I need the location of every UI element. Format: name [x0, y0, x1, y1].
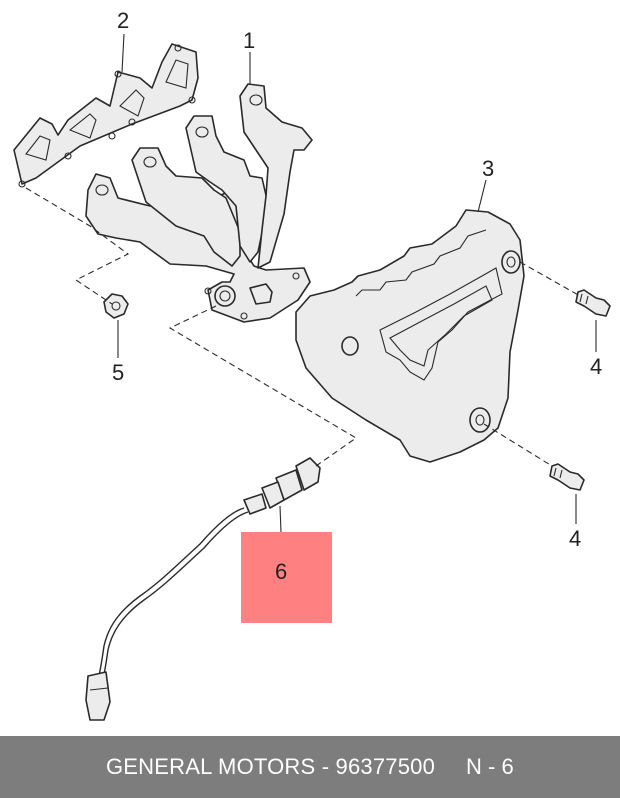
callout-5: 5 — [112, 360, 124, 385]
nut — [103, 293, 129, 319]
callout-3: 3 — [482, 156, 494, 181]
heat-shield — [295, 209, 525, 463]
oxygen-sensor — [85, 457, 321, 721]
callout-4-lower: 4 — [569, 526, 581, 551]
footer-bar: GENERAL MOTORS - 96377500 N - 6 — [0, 736, 620, 798]
exhaust-manifold — [85, 83, 313, 323]
callout-4-upper: 4 — [590, 354, 602, 379]
callout-1: 1 — [243, 28, 255, 53]
highlight-box — [241, 532, 332, 623]
footer-part-number: GENERAL MOTORS - 96377500 — [106, 754, 436, 779]
callout-2: 2 — [117, 8, 129, 33]
manifold-gasket — [13, 43, 199, 188]
bolt-upper — [575, 289, 611, 317]
exhaust-manifold-diagram: 1 2 3 4 4 5 6 — [13, 8, 611, 721]
callout-6: 6 — [275, 559, 287, 584]
footer-reference-code: N - 6 — [466, 754, 514, 779]
bolt-lower — [549, 463, 585, 491]
